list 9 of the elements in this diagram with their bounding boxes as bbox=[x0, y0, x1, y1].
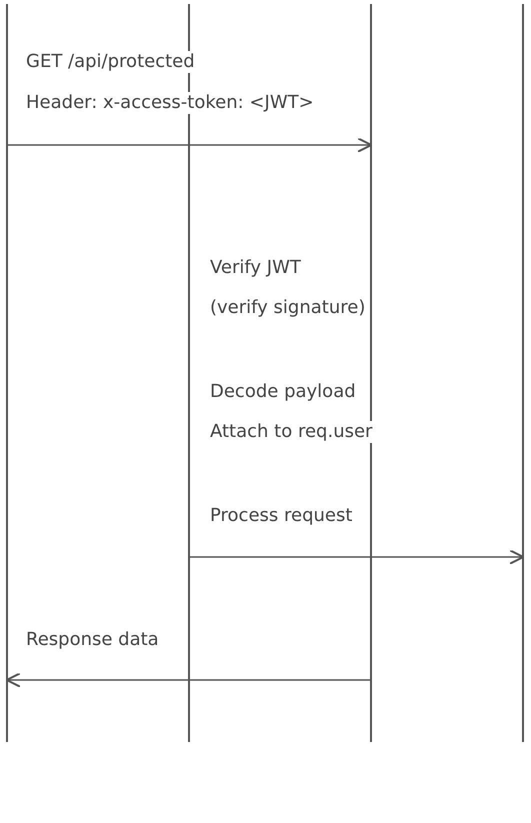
lifeline bbox=[522, 4, 524, 742]
arrow bbox=[8, 137, 372, 153]
message-label: Verify JWT bbox=[208, 257, 303, 279]
message-label: Attach to req.user bbox=[208, 421, 374, 443]
arrow bbox=[190, 549, 524, 565]
lifeline bbox=[188, 4, 190, 742]
lifeline bbox=[370, 4, 372, 742]
lifeline bbox=[6, 4, 8, 742]
arrow bbox=[6, 672, 370, 688]
